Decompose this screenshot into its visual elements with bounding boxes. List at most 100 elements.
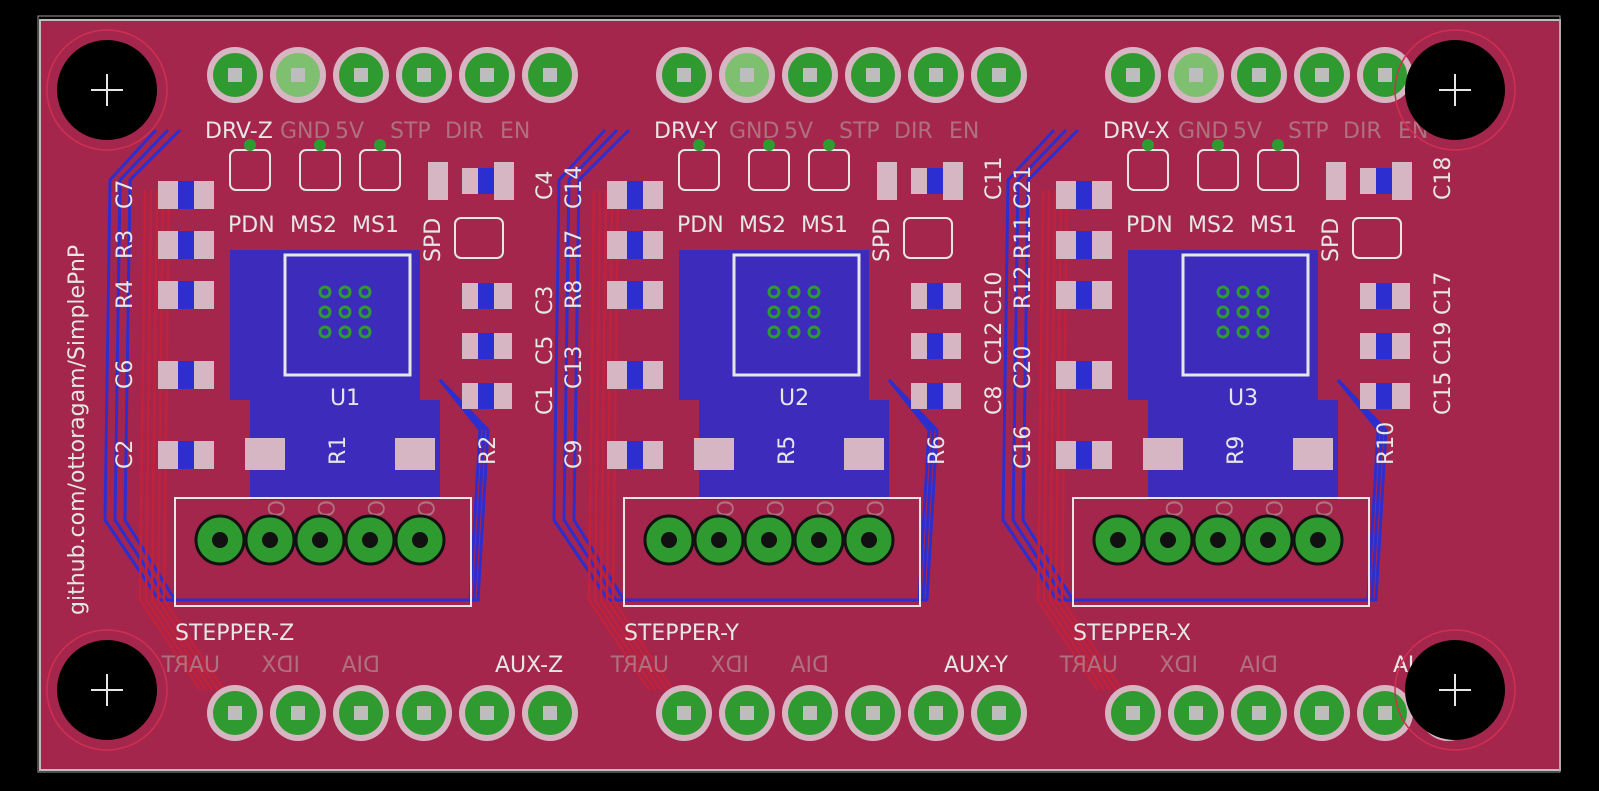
drill-hole — [228, 68, 242, 82]
spd-jumper[interactable] — [903, 217, 953, 259]
drill-hole — [354, 706, 368, 720]
right-refdes: C19 — [1431, 322, 1456, 365]
top-trace — [593, 189, 657, 691]
drv-pin-label: DIR — [1343, 119, 1382, 144]
ic-thermal-via — [358, 305, 372, 319]
aux-pin-label: DIA — [791, 653, 829, 678]
drill-hole — [1378, 706, 1392, 720]
jumper-label-ms1: MS1 — [352, 213, 399, 238]
top-trace — [150, 189, 214, 691]
top-copper-traces — [587, 189, 675, 691]
smd-pad-center — [1076, 281, 1092, 309]
smd-pad-center — [1376, 333, 1392, 359]
aux-pin-label: UART — [161, 653, 220, 678]
top-copper-traces — [1036, 189, 1124, 691]
jumper-label-pdn: PDN — [677, 213, 724, 238]
drill-hole — [861, 532, 877, 548]
mounting-keepout — [46, 29, 168, 151]
drill-hole — [761, 532, 777, 548]
top-trace — [1060, 189, 1124, 691]
jumper-label-pdn: PDN — [228, 213, 275, 238]
ic-thermal-via — [807, 325, 821, 339]
drv-pin-label: EN — [949, 119, 979, 144]
via — [823, 139, 835, 151]
ic-thermal-via — [767, 305, 781, 319]
top-trace — [144, 189, 208, 691]
right-refdes: C15 — [1431, 372, 1456, 415]
drill-hole — [362, 532, 378, 548]
drv-pin-label: DIR — [894, 119, 933, 144]
jumper-label-ms2: MS2 — [1188, 213, 1235, 238]
smd-pad-center — [178, 181, 194, 209]
board-inner-border — [37, 15, 1561, 773]
drill-hole — [1189, 68, 1203, 82]
smd-pad-center — [478, 283, 494, 309]
resistor-pad — [844, 438, 884, 470]
spd-jumper[interactable] — [1352, 217, 1402, 259]
drill-hole — [212, 532, 228, 548]
ic-thermal-via — [338, 325, 352, 339]
right-refdes: C4 — [533, 171, 558, 200]
aux-pin-label: DIA — [342, 653, 380, 678]
smd-pad-center — [927, 168, 943, 194]
drill-hole — [740, 68, 754, 82]
via — [374, 139, 386, 151]
top-trace — [599, 189, 663, 691]
stepper-connector-outline — [174, 497, 472, 607]
top-trace — [1036, 189, 1100, 691]
driver-label: DRV-X — [1103, 119, 1170, 144]
ic-thermal-via — [1216, 305, 1230, 319]
smd-pad-center — [178, 231, 194, 259]
smd-pad-center — [178, 281, 194, 309]
via — [693, 139, 705, 151]
drill-hole — [711, 532, 727, 548]
aux-pin-label: UART — [610, 653, 669, 678]
drill-hole — [1160, 532, 1176, 548]
ic-thermal-via — [1216, 325, 1230, 339]
left-refdes: R7 — [562, 230, 587, 259]
aux-label: AUX-Y — [944, 653, 1008, 678]
left-refdes: C6 — [113, 360, 138, 389]
drill-hole — [1378, 68, 1392, 82]
drill-hole — [543, 68, 557, 82]
drill-hole — [412, 532, 428, 548]
right-refdes: C18 — [1431, 157, 1456, 200]
drill-hole — [1252, 68, 1266, 82]
smd-pad-center — [1376, 283, 1392, 309]
ic-outline — [283, 253, 412, 377]
ic-thermal-via — [1236, 285, 1250, 299]
smd-pad-center — [627, 231, 643, 259]
bottom-copper-pour — [1128, 250, 1318, 400]
aux-pin-label: IDX — [711, 653, 750, 678]
drill-hole — [543, 706, 557, 720]
smd-pad-center — [1076, 361, 1092, 389]
smd-pad-center — [627, 181, 643, 209]
drill-hole — [312, 532, 328, 548]
drill-hole — [480, 706, 494, 720]
via — [314, 139, 326, 151]
drill-hole — [677, 706, 691, 720]
drill-hole — [1189, 706, 1203, 720]
spd-jumper[interactable] — [454, 217, 504, 259]
left-refdes: R8 — [562, 280, 587, 309]
smd-pad-center — [1076, 231, 1092, 259]
smd-pad-center — [627, 441, 643, 469]
jumper-label-ms2: MS2 — [290, 213, 337, 238]
spd-label: SPD — [870, 218, 895, 262]
jumper-label-pdn: PDN — [1126, 213, 1173, 238]
driver-label: DRV-Y — [654, 119, 718, 144]
ic-thermal-via — [1256, 285, 1270, 299]
drill-hole — [811, 532, 827, 548]
ic-thermal-via — [1256, 325, 1270, 339]
smd-pad-center — [178, 441, 194, 469]
resistor-pad — [395, 438, 435, 470]
bottom-refdes: R1 — [326, 436, 351, 465]
ic-thermal-via — [807, 285, 821, 299]
drv-pin-label: STP — [839, 119, 880, 144]
drill-hole — [417, 706, 431, 720]
top-trace — [138, 189, 202, 691]
ic-label: U3 — [1228, 386, 1258, 411]
top-trace — [1042, 189, 1106, 691]
smd-pad-center — [478, 333, 494, 359]
right-refdes: C8 — [982, 386, 1007, 415]
